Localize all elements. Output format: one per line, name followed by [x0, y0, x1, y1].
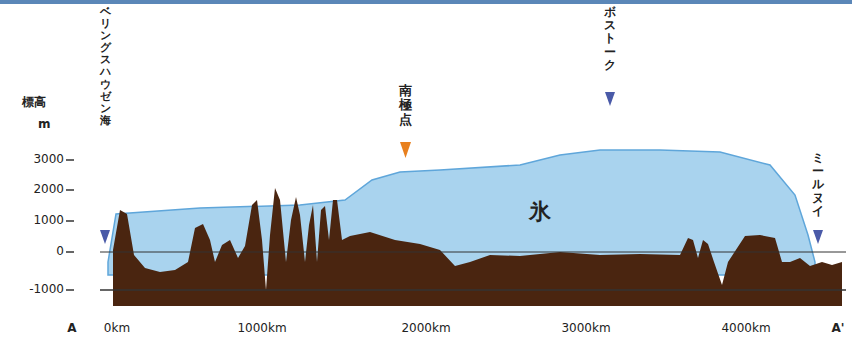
minus-1000-line	[100, 289, 846, 291]
axis-value: -1000	[29, 283, 64, 296]
ice-label: 氷	[529, 200, 551, 224]
distance-label: 4000km	[721, 322, 770, 335]
location-marker	[605, 92, 615, 106]
bedrock	[113, 188, 842, 306]
axis-title: 標高	[22, 96, 46, 109]
location-marker	[813, 230, 823, 244]
section-end: A'	[832, 322, 845, 335]
place-name: 南極点	[399, 84, 412, 127]
axis-value: 3000	[33, 153, 64, 166]
distance-label: 0km	[104, 322, 130, 335]
place-name: ボストーク	[604, 6, 616, 72]
axis-value: 2000	[33, 183, 64, 196]
axis-value: 0	[56, 245, 64, 258]
top-band	[0, 0, 852, 4]
section-end: A	[67, 322, 76, 335]
axis-unit: m	[38, 118, 51, 131]
distance-label: 1000km	[237, 322, 286, 335]
location-marker	[100, 230, 110, 244]
sea-level-line	[100, 252, 846, 253]
place-name: ミールヌイ	[812, 152, 824, 218]
distance-label: 2000km	[401, 322, 450, 335]
axis-value: 1000	[33, 214, 64, 227]
axis-ticks	[66, 160, 74, 290]
place-name: ベリングスハウゼン海	[100, 6, 111, 127]
location-marker	[400, 142, 411, 158]
distance-label: 3000km	[561, 322, 610, 335]
